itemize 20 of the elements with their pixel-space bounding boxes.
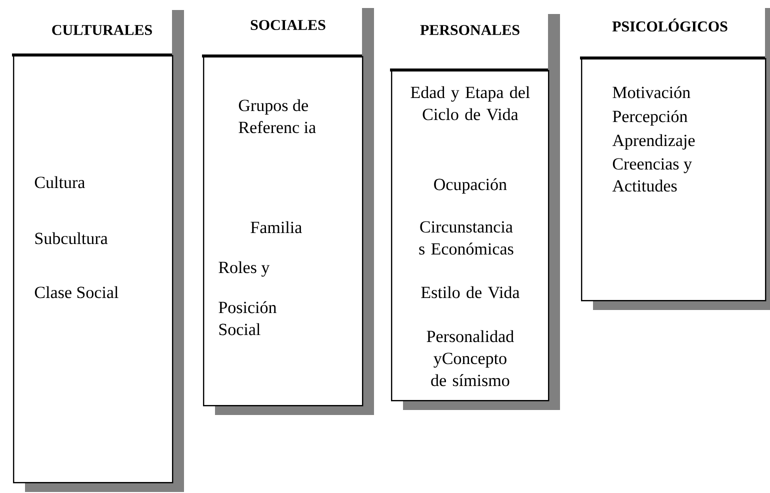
- list-item: Posición Social: [218, 301, 277, 336]
- column-heading: SOCIALES: [250, 20, 326, 30]
- list-item: Personalidad yConcepto de símismo: [426, 330, 514, 386]
- list-item: Ocupación: [434, 178, 507, 194]
- list-item: Aprendizaje: [612, 134, 695, 150]
- list-item: Grupos de Referenc ia: [238, 99, 316, 134]
- list-item: Estilo de Vida: [421, 286, 520, 298]
- list-item: Familia: [250, 221, 302, 234]
- list-item: Motivación: [612, 86, 690, 98]
- list-item: Clase Social: [34, 286, 118, 298]
- column-heading: CULTURALES: [52, 24, 152, 36]
- list-item: Roles y: [218, 261, 270, 277]
- list-item: Subcultura: [35, 232, 108, 244]
- column-heading: PSICOLÓGICOS: [612, 18, 728, 32]
- list-item: Cultura: [34, 176, 85, 188]
- list-item: Creencias y Actitudes: [612, 158, 692, 192]
- list-item: Circunstancia s Económicas: [419, 221, 514, 255]
- list-item: Edad y Etapa del Ciclo de Vida: [410, 86, 530, 120]
- column-heading: PERSONALES: [420, 24, 520, 36]
- list-item: Percepción: [612, 110, 688, 126]
